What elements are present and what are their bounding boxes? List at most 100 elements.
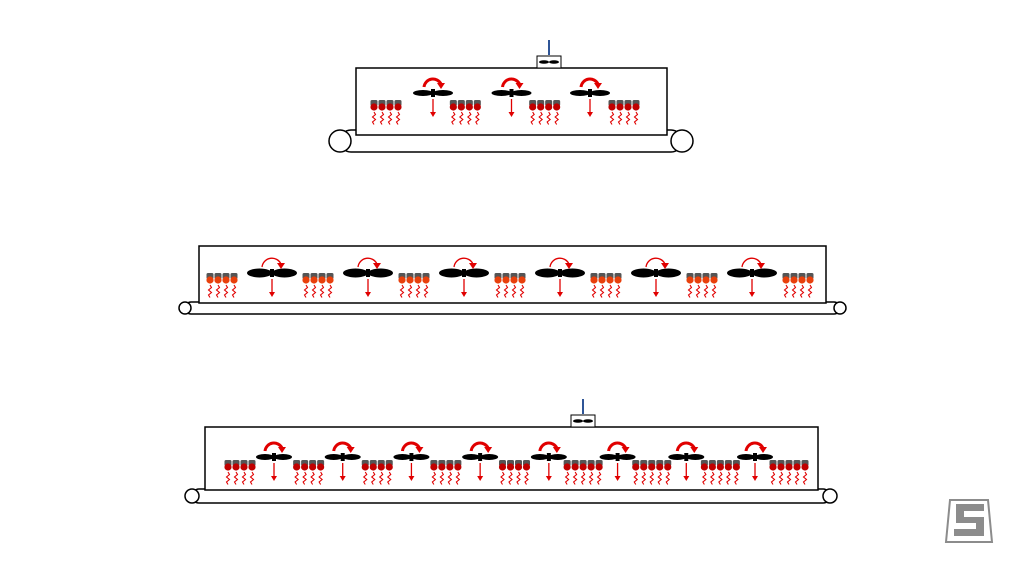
brand-logo bbox=[944, 496, 994, 546]
heat-wave-icon bbox=[580, 471, 586, 485]
rotation-arrowhead-icon bbox=[594, 83, 602, 89]
heater-tip-icon bbox=[449, 103, 457, 111]
heater-tip-icon bbox=[310, 276, 318, 284]
airflow-arrowhead-icon bbox=[752, 476, 758, 481]
heater-tip-icon bbox=[782, 276, 790, 284]
heater-tip-icon bbox=[664, 463, 672, 471]
heater-element bbox=[473, 100, 481, 125]
heat-wave-icon bbox=[508, 471, 513, 485]
airflow-arrowhead-icon bbox=[545, 476, 552, 481]
heater-group bbox=[449, 100, 481, 125]
heater-element bbox=[686, 273, 694, 298]
fan-blade-icon bbox=[560, 268, 585, 278]
circulation-fan bbox=[631, 257, 681, 297]
heater-tip-icon bbox=[632, 463, 640, 471]
heat-wave-icon bbox=[596, 471, 602, 485]
rotation-arrow-icon bbox=[332, 441, 353, 452]
heater-tip-icon bbox=[598, 276, 606, 284]
exhaust-fan-blade bbox=[573, 419, 583, 423]
heat-wave-icon bbox=[319, 284, 325, 298]
heater-element bbox=[430, 460, 438, 485]
heater-element bbox=[702, 273, 710, 298]
heater-group bbox=[370, 100, 402, 125]
heat-wave-icon bbox=[241, 471, 247, 485]
heater-tip-icon bbox=[798, 276, 806, 284]
circulation-fan bbox=[343, 257, 393, 297]
conveyor bbox=[178, 301, 847, 315]
heater-element bbox=[606, 273, 614, 298]
heater-element bbox=[590, 273, 598, 298]
conveyor-roller-left bbox=[178, 301, 192, 315]
heater-element bbox=[240, 460, 248, 485]
airflow-arrowhead-icon bbox=[269, 292, 275, 297]
heater-element bbox=[801, 460, 809, 485]
fan-hub-icon bbox=[753, 453, 757, 461]
heater-tip-icon bbox=[606, 276, 614, 284]
heat-wave-icon bbox=[223, 284, 229, 298]
heat-wave-icon bbox=[641, 471, 647, 485]
fan-blade-icon bbox=[530, 454, 549, 460]
heat-wave-icon bbox=[455, 471, 461, 485]
fan-blade-icon bbox=[590, 90, 610, 96]
airflow-arrowhead-icon bbox=[430, 112, 436, 117]
airflow-arrowhead-icon bbox=[408, 476, 415, 481]
rotation-arrowhead-icon bbox=[469, 263, 477, 269]
heat-wave-icon bbox=[609, 111, 615, 125]
heat-wave-icon bbox=[450, 111, 456, 125]
heater-tip-icon bbox=[801, 463, 809, 471]
heater-tip-icon bbox=[595, 463, 603, 471]
rotation-arrowhead-icon bbox=[437, 83, 445, 89]
heater-element bbox=[506, 460, 515, 485]
heat-wave-icon bbox=[439, 471, 445, 485]
heat-wave-icon bbox=[633, 111, 639, 125]
heater-element bbox=[224, 460, 232, 485]
heat-wave-icon bbox=[588, 471, 594, 485]
fan-blade-icon bbox=[548, 454, 567, 460]
airflow-arrowhead-icon bbox=[339, 476, 346, 481]
rotation-arrow-icon bbox=[501, 77, 521, 88]
heater-tip-icon bbox=[502, 276, 510, 284]
heater-group bbox=[361, 460, 393, 485]
circulation-fan bbox=[439, 257, 489, 297]
heater-tip-icon bbox=[378, 103, 386, 111]
heater-element bbox=[232, 460, 240, 485]
heater-group bbox=[608, 100, 640, 125]
fan-hub-icon bbox=[431, 89, 435, 97]
heater-element bbox=[769, 460, 777, 485]
circulation-fan bbox=[491, 77, 532, 117]
rotation-arrow-icon bbox=[400, 441, 421, 452]
heat-wave-icon bbox=[379, 111, 385, 125]
rotation-arrow-icon bbox=[675, 441, 696, 452]
heat-wave-icon bbox=[665, 471, 671, 485]
heater-element bbox=[309, 460, 317, 485]
heat-wave-icon bbox=[554, 111, 560, 125]
heater-element bbox=[301, 460, 309, 485]
heater-element bbox=[422, 273, 430, 298]
heat-wave-icon bbox=[511, 284, 517, 298]
heater-group bbox=[782, 273, 814, 298]
fan-blade-icon bbox=[393, 454, 412, 460]
airflow-arrowhead-icon bbox=[365, 292, 371, 297]
fan-hub-icon bbox=[750, 269, 754, 277]
heat-wave-icon bbox=[474, 111, 480, 125]
heat-wave-icon bbox=[495, 284, 501, 298]
heater-element bbox=[648, 460, 656, 485]
heat-wave-icon bbox=[519, 284, 525, 298]
conveyor-roller-left bbox=[184, 488, 200, 504]
rotation-arrow-icon bbox=[744, 441, 765, 452]
heater-tip-icon bbox=[640, 463, 648, 471]
airflow-arrowhead-icon bbox=[749, 292, 755, 297]
heater-tip-icon bbox=[230, 276, 238, 284]
rotation-arrow-icon bbox=[549, 257, 570, 268]
heater-tip-icon bbox=[708, 463, 716, 471]
circulation-fan bbox=[737, 441, 773, 481]
heat-wave-icon bbox=[458, 111, 464, 125]
heater-element bbox=[386, 100, 394, 125]
heat-wave-icon bbox=[695, 284, 701, 298]
heat-wave-icon bbox=[327, 284, 333, 298]
fan-blade-icon bbox=[439, 268, 464, 278]
circulation-fan bbox=[668, 441, 705, 481]
heater-tip-icon bbox=[232, 463, 240, 471]
conveyor-roller-right bbox=[670, 129, 694, 153]
heater-element bbox=[710, 273, 718, 298]
